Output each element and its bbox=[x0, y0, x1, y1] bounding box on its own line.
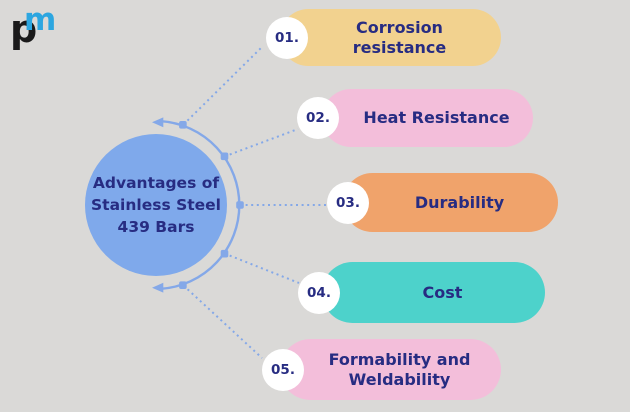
central-title-line-2: Stainless Steel bbox=[91, 196, 221, 214]
item-5-number: 05. bbox=[271, 361, 295, 378]
item-4-number: 04. bbox=[307, 284, 331, 301]
arc-node-2 bbox=[220, 152, 229, 161]
item-4-number-badge: 04. bbox=[298, 271, 340, 314]
dotted-line-2 bbox=[224, 128, 299, 158]
central-title-line-1: Advantages of bbox=[92, 174, 220, 192]
advantage-item-5: 05. Formability and Weldability bbox=[262, 339, 501, 400]
arc-arrowhead-bottom bbox=[152, 282, 164, 293]
item-1-number: 01. bbox=[275, 29, 299, 46]
item-2-number-badge: 02. bbox=[297, 97, 339, 139]
logo-letter-p: p bbox=[10, 7, 38, 51]
arc-node-4 bbox=[220, 249, 229, 258]
dotted-line-1 bbox=[182, 45, 264, 126]
advantage-item-1: 01. Corrosion resistance bbox=[266, 9, 501, 66]
item-2-number: 02. bbox=[306, 110, 330, 126]
advantage-item-2: 02. Heat Resistance bbox=[297, 89, 533, 147]
arc-node-5 bbox=[179, 281, 187, 289]
dotted-connectors bbox=[182, 45, 327, 359]
item-5-number-badge: 05. bbox=[262, 348, 304, 391]
dotted-line-5 bbox=[182, 284, 263, 359]
advantage-item-3: 03. Durability bbox=[327, 173, 558, 232]
item-1-label: Corrosion resistance bbox=[352, 17, 447, 57]
item-3-label: Durability bbox=[414, 192, 505, 212]
item-3-number: 03. bbox=[336, 194, 360, 211]
arc-node-1 bbox=[179, 121, 187, 129]
arc-node-3 bbox=[236, 201, 244, 209]
item-1-number-badge: 01. bbox=[266, 16, 308, 59]
brand-logo: p m bbox=[6, 2, 68, 58]
item-2-label: Heat Resistance bbox=[363, 108, 510, 127]
advantage-item-4: 04. Cost bbox=[298, 262, 545, 323]
logo-letter-m: m bbox=[24, 2, 57, 38]
item-3-number-badge: 03. bbox=[327, 181, 369, 224]
arc-arrowhead-top bbox=[152, 117, 164, 128]
item-5-label: Formability and Weldability bbox=[328, 349, 471, 389]
central-title-line-3: 439 Bars bbox=[117, 218, 195, 236]
dotted-line-4 bbox=[224, 252, 300, 284]
central-topic-circle: Advantages of Stainless Steel 439 Bars bbox=[85, 134, 227, 276]
arc-nodes bbox=[179, 121, 244, 289]
item-4-label: Cost bbox=[422, 282, 463, 302]
